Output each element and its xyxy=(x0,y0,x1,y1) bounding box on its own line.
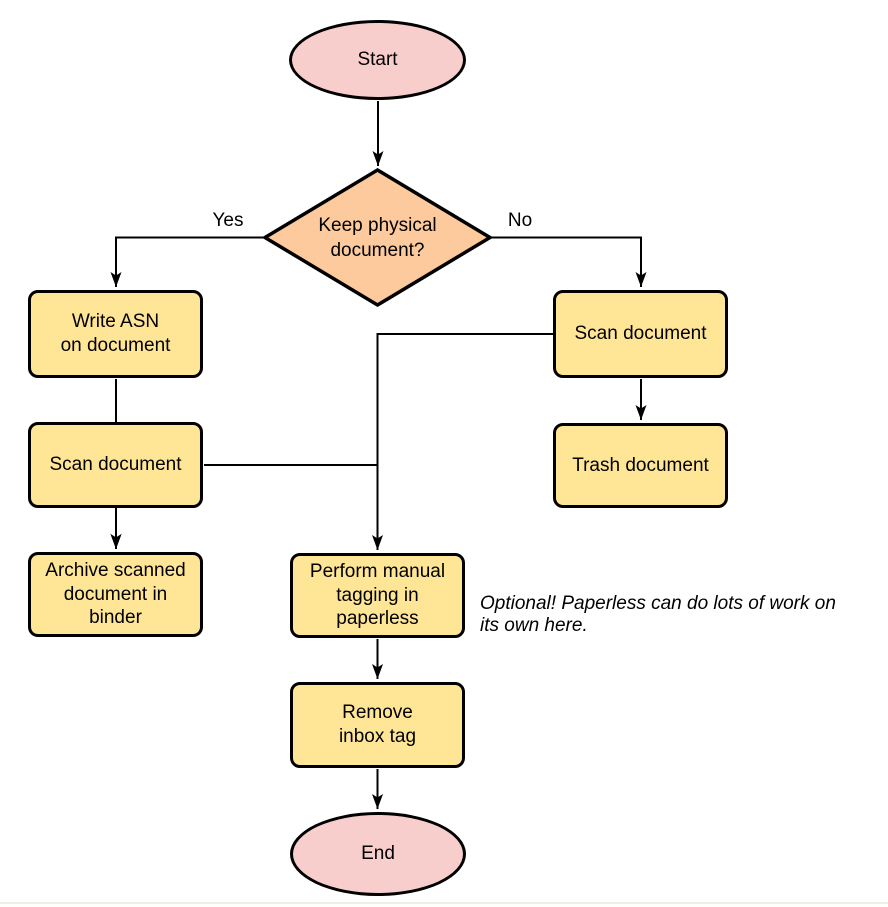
edge-decision-no xyxy=(490,236,647,287)
node-trash-document-label: Trash document xyxy=(572,454,709,476)
node-remove-inbox-tag-label: Remove inbox tag xyxy=(338,702,417,747)
node-trash-document: Trash document xyxy=(553,423,728,508)
edge-scanright-to-tagging xyxy=(372,333,553,550)
node-write-asn: Write ASN on document xyxy=(28,290,203,378)
node-scan-document-left-label: Scan document xyxy=(49,454,182,476)
node-start: Start xyxy=(289,20,466,100)
node-manual-tagging: Perform manual tagging in paperless xyxy=(290,553,465,638)
node-scan-document-right-label: Scan document xyxy=(574,323,707,345)
node-manual-tagging-label: Perform manual tagging in paperless xyxy=(309,560,446,630)
decision-diamond-shape xyxy=(261,167,494,308)
node-scan-document-right: Scan document xyxy=(553,290,728,378)
edge-label-yes: Yes xyxy=(212,210,244,231)
bottom-hairline xyxy=(0,902,888,904)
node-archive-binder-label: Archive scanned document in binder xyxy=(45,559,186,629)
node-end: End xyxy=(290,812,466,896)
edge-label-no: No xyxy=(507,210,533,231)
node-scan-document-left: Scan document xyxy=(28,422,203,508)
optional-annotation: Optional! Paperless can do lots of work … xyxy=(480,593,836,637)
node-remove-inbox-tag: Remove inbox tag xyxy=(290,682,465,768)
node-archive-binder: Archive scanned document in binder xyxy=(28,552,203,637)
node-decision-label: Keep physical document? xyxy=(277,205,478,273)
node-start-label: Start xyxy=(357,49,398,71)
node-write-asn-label: Write ASN on document xyxy=(60,311,171,356)
node-end-label: End xyxy=(361,843,395,865)
edge-decision-yes xyxy=(110,236,265,287)
decision-label-text: Keep physical document? xyxy=(318,215,437,261)
